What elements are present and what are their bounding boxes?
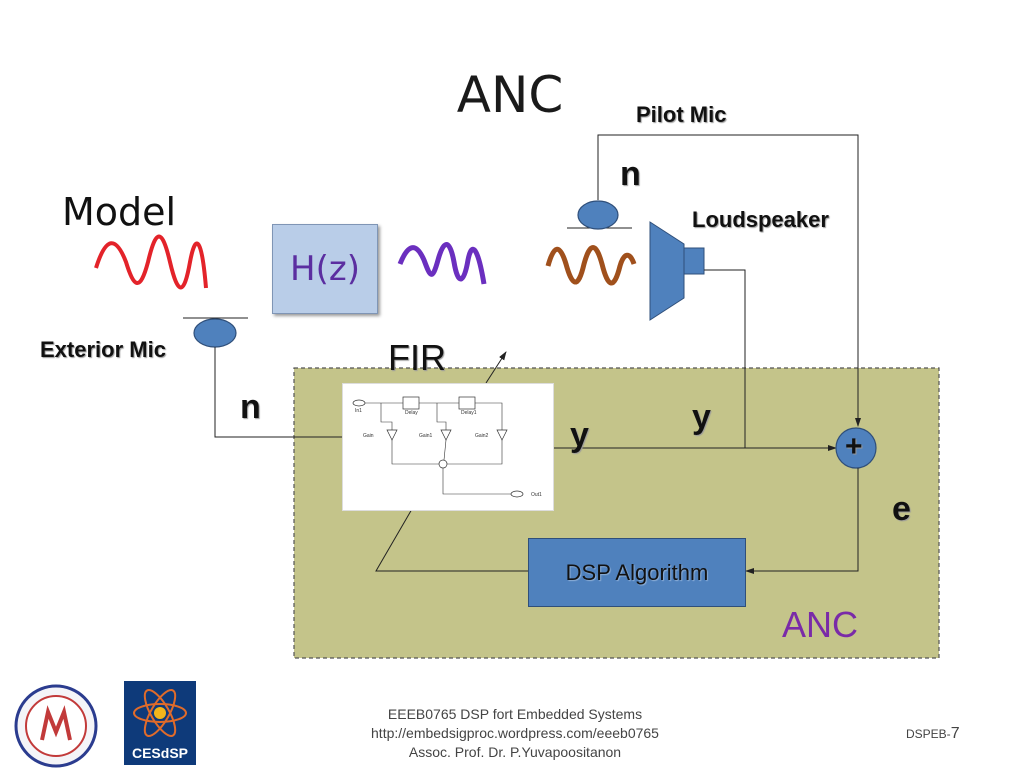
footer-line2: http://embedsigproc.wordpress.com/eeeb07…	[371, 725, 659, 741]
fir-out-label: Out1	[531, 492, 542, 498]
fir-gain1-label: Gain1	[419, 433, 433, 439]
cesdsp-logo: CESdSP	[124, 681, 196, 765]
fir-block-graphic: In1 Delay Delay1 Gain Gain1 Gain2 Out1	[352, 396, 542, 498]
anc-region-label: ANC	[782, 604, 859, 645]
error-wire	[745, 468, 859, 574]
dsp-label: DSP Algorithm	[565, 559, 709, 585]
hz-block: H(z)	[272, 224, 378, 314]
fir-output-y-label: y	[570, 416, 589, 454]
adaptation-wire	[375, 508, 528, 572]
fir-delay1-label: Delay1	[461, 410, 477, 416]
primary-noise-wave	[545, 245, 637, 286]
university-seal-icon	[14, 684, 98, 768]
university-logo	[14, 684, 98, 768]
footer-line3: Assoc. Prof. Dr. P.Yuvapoositanon	[408, 744, 622, 760]
page-number: DSPEB-7	[906, 725, 960, 743]
model-label: Model	[62, 190, 177, 234]
exterior-mic-wire	[214, 347, 342, 438]
exterior-mic-label: Exterior Mic	[40, 337, 166, 362]
exterior-mic-icon	[183, 317, 248, 348]
atom-logo-icon	[133, 689, 187, 737]
footer-line1: EEEB0765 DSP fort Embedded Systems	[387, 706, 643, 722]
fir-in-label: In1	[355, 408, 362, 414]
filtered-wave	[397, 242, 487, 285]
speaker-y-label: y	[692, 398, 711, 436]
pilot-mic-wire	[597, 134, 861, 427]
dsp-algorithm-block: DSP Algorithm	[528, 538, 746, 607]
pilot-mic-label: Pilot Mic	[636, 102, 727, 127]
summing-junction	[835, 427, 877, 469]
exterior-noise-label: n	[240, 388, 261, 426]
loudspeaker-label: Loudspeaker	[692, 207, 829, 232]
hz-label: H(z)	[290, 249, 360, 289]
loudspeaker-wire	[704, 269, 746, 448]
model-wave	[94, 234, 208, 290]
fir-label: FIR	[388, 337, 446, 378]
fir-adapt-arrow	[485, 351, 507, 384]
pilot-noise-label: n	[620, 155, 641, 193]
logo-text: CESdSP	[131, 745, 188, 761]
sum-symbol: +	[845, 430, 863, 463]
pilot-mic-icon	[567, 200, 632, 230]
slide-title: ANC	[456, 66, 564, 124]
fir-gain2-label: Gain2	[475, 433, 489, 439]
page-number-prefix: DSPEB-	[906, 727, 951, 741]
footer: EEEB0765 DSP fort Embedded Systems http:…	[330, 705, 700, 762]
fir-delay-label: Delay	[405, 410, 418, 416]
error-e-label: e	[892, 490, 911, 528]
fir-gain-label: Gain	[363, 433, 374, 439]
page-number-value: 7	[950, 725, 960, 742]
loudspeaker-icon	[649, 221, 705, 321]
fir-block-diagram: In1 Delay Delay1 Gain Gain1 Gain2 Out1	[342, 383, 554, 511]
